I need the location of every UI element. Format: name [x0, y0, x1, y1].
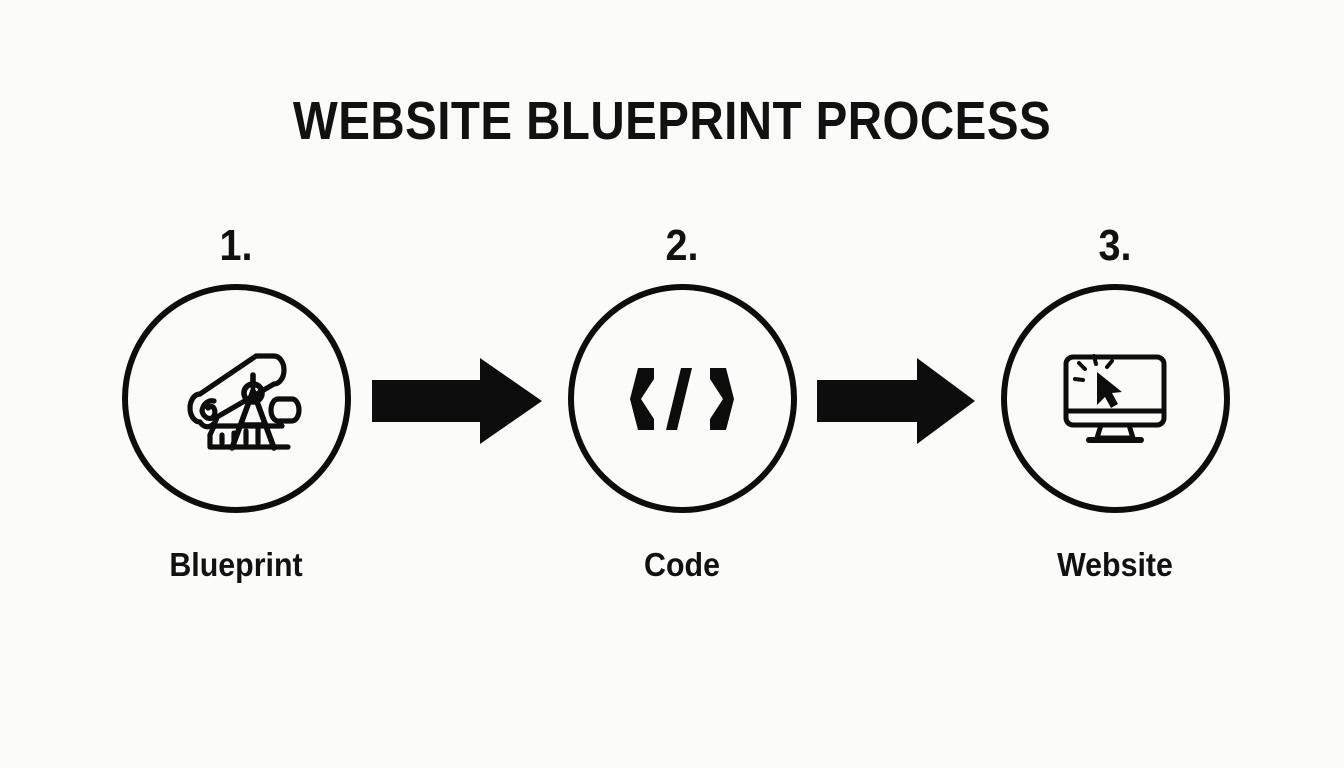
compass-pivot-dot [249, 389, 257, 396]
step-label-code: Code [644, 546, 720, 583]
step-circle-1 [121, 284, 351, 513]
process-step-website: 3. [985, 222, 1245, 584]
step-label-website: Website [1057, 546, 1173, 583]
process-step-blueprint: 1. [106, 222, 366, 584]
blueprint-scroll-compass-ruler-icon [187, 352, 302, 451]
step-circle-3 [1000, 284, 1230, 513]
process-step-code: 2. Code [552, 222, 812, 584]
step-label-blueprint: Blueprint [169, 546, 303, 583]
compass-pivot [241, 380, 265, 405]
step-number-2: 2. [665, 221, 699, 270]
cursor-arrow [1097, 371, 1122, 408]
arrow-blueprint-to-code [372, 358, 542, 444]
monitor-cursor-click-icon [1063, 353, 1167, 443]
code-brackets-icon [630, 367, 734, 430]
step-number-1: 1. [219, 221, 253, 270]
click-burst-lines [1073, 353, 1114, 382]
page-title: WEBSITE BLUEPRINT PROCESS [292, 91, 1052, 151]
arrow-code-to-website [817, 358, 975, 444]
step-circle-2 [567, 284, 797, 513]
step-number-3: 3. [1098, 221, 1132, 270]
